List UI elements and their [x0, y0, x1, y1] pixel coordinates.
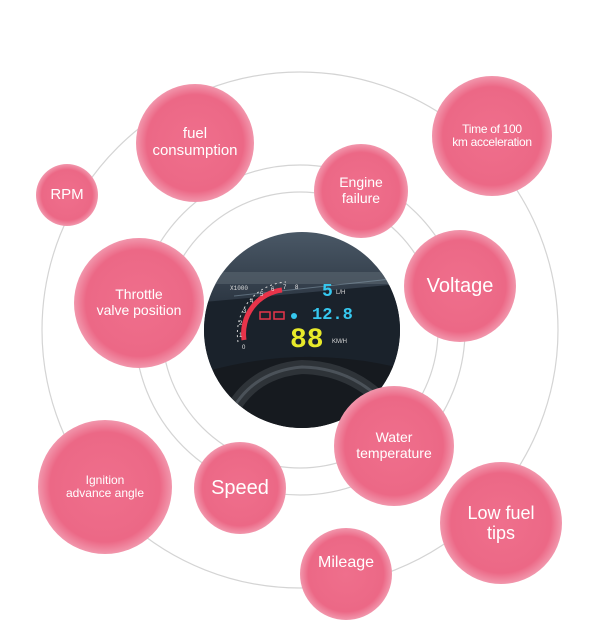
hud-tick-label: 1 — [239, 333, 243, 339]
hud-tick-label: 2 — [239, 321, 243, 327]
hud-features-diagram: X1000 5 L/H 12.8 88 KM/H 0 1 2 3 4 5 6 7… — [36, 71, 562, 620]
feature-low-fuel-tips: Low fuel tips — [440, 462, 562, 584]
feature-label: Low fuel tips — [467, 502, 535, 543]
hud-tick-label: 3 — [243, 309, 247, 315]
feature-label: Voltage — [426, 274, 494, 297]
hud-tick-label: 6 — [271, 287, 275, 293]
hud-speed: 88 — [290, 325, 324, 356]
feature-label: Throttle valve position — [96, 286, 182, 318]
hud-tick-label: 7 — [283, 285, 287, 291]
hud-fuel-rate: 5 — [322, 282, 333, 302]
feature-fuel-consumption: fuel consumption — [136, 84, 254, 202]
feature-water-temperature: Water temperature — [334, 386, 454, 506]
feature-label: RPM — [50, 185, 84, 203]
engine-warning-icon — [259, 311, 271, 320]
feature-label: Mileage — [317, 554, 375, 572]
feature-label: Engine failure — [339, 174, 383, 206]
orbit-ring-outer — [41, 71, 559, 589]
hud-rpm-scale: X1000 — [230, 285, 249, 292]
hud-voltage: 12.8 — [312, 306, 353, 325]
feature-throttle-valve-position: Throttle valve position — [74, 238, 204, 368]
feature-time-of-100km-acceleration: Time of 100 km acceleration — [432, 76, 552, 196]
feature-mileage: Mileage — [300, 528, 392, 620]
feature-voltage: Voltage — [404, 230, 516, 342]
hud-fuel-unit: L/H — [336, 290, 346, 296]
feature-label: Speed — [211, 476, 269, 499]
feature-speed: Speed — [194, 442, 286, 534]
feature-ignition-advance-angle: Ignition advance angle — [38, 420, 172, 554]
feature-rpm: RPM — [36, 164, 98, 226]
feature-label: Water temperature — [356, 429, 432, 461]
hud-tick-label: 5 — [260, 292, 264, 298]
hud-tick-label: 4 — [250, 299, 254, 305]
feature-label: Time of 100 km acceleration — [452, 121, 532, 149]
battery-warning-icon — [273, 311, 285, 320]
feature-label: Ignition advance angle — [65, 472, 145, 500]
feature-engine-failure: Engine failure — [314, 144, 408, 238]
hud-speed-unit: KM/H — [332, 339, 347, 345]
fuel-indicator-icon — [291, 313, 297, 319]
hud-tick-label: 8 — [295, 285, 299, 291]
hud-tick-label: 0 — [242, 345, 246, 351]
feature-label: fuel consumption — [152, 125, 238, 159]
